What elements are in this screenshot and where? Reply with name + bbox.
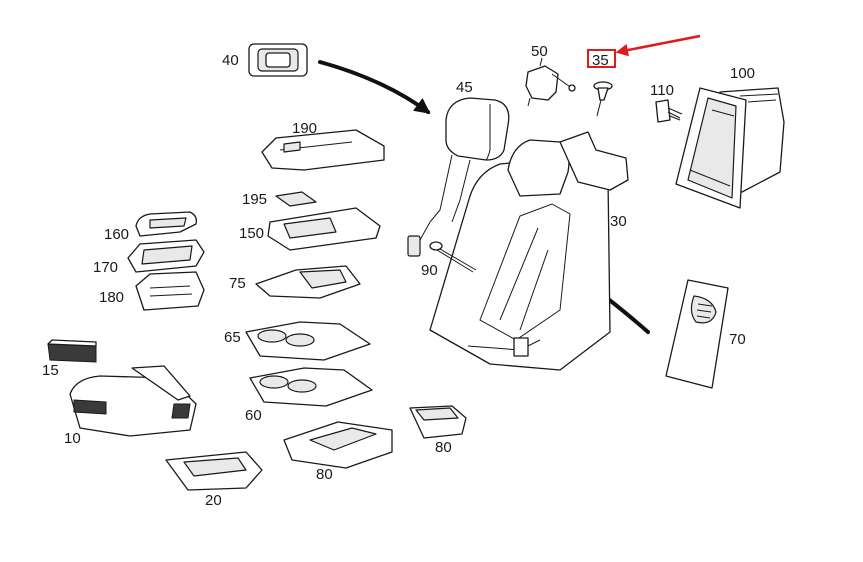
callout-65: 65 (224, 329, 241, 346)
callout-90: 90 (421, 262, 438, 279)
part-110-screw[interactable] (655, 99, 683, 123)
callout-30: 30 (610, 213, 627, 230)
part-80-small-bin[interactable] (409, 405, 467, 439)
part-75-tray-mat[interactable] (255, 265, 361, 299)
highlight-arrow (615, 34, 701, 57)
callout-40: 40 (222, 52, 239, 69)
callout-190: 190 (292, 120, 317, 137)
callout-195: 195 (242, 191, 267, 208)
part-20-lower-tray[interactable] (165, 451, 263, 491)
callout-180: 180 (99, 289, 124, 306)
direction-arrow-40 (318, 60, 431, 114)
part-170-switch-panel[interactable] (127, 239, 205, 273)
callout-45: 45 (456, 79, 473, 96)
part-100-rear-panel[interactable] (675, 87, 785, 209)
part-65-cup-holder[interactable] (245, 321, 371, 361)
callout-50: 50 (531, 43, 548, 60)
part-90-bolt[interactable] (429, 241, 477, 273)
callout-110: 110 (650, 82, 674, 99)
part-30-seat-back[interactable] (429, 131, 629, 371)
callout-15: 15 (42, 362, 59, 379)
part-60-cup-holder-lower[interactable] (249, 367, 373, 407)
callout-80a: 80 (316, 466, 333, 483)
part-190-trim-strip[interactable] (261, 129, 385, 171)
part-50-bracket[interactable] (525, 57, 576, 107)
callout-10: 10 (64, 430, 81, 447)
callout-35-highlight-box (587, 49, 616, 68)
part-15-switch-block[interactable] (47, 339, 97, 363)
callout-170: 170 (93, 259, 118, 276)
part-70-rear-cover[interactable] (665, 279, 729, 389)
part-35-latch-pin[interactable] (593, 81, 613, 117)
callout-150: 150 (239, 225, 264, 242)
part-45-headrest[interactable] (407, 97, 510, 257)
part-160-button-strip[interactable] (135, 211, 198, 237)
part-195-pad[interactable] (275, 191, 317, 207)
callout-35: 35 (592, 52, 609, 69)
part-10-armrest[interactable] (69, 365, 197, 437)
callout-100: 100 (730, 65, 755, 82)
callout-80b: 80 (435, 439, 452, 456)
part-150-lid[interactable] (267, 207, 381, 251)
part-180-module[interactable] (135, 271, 205, 311)
callout-60: 60 (245, 407, 262, 424)
callout-70: 70 (729, 331, 746, 348)
callout-160: 160 (104, 226, 129, 243)
callout-20: 20 (205, 492, 222, 509)
part-40-bezel[interactable] (248, 43, 308, 77)
part-80-storage-tray-a[interactable] (283, 421, 393, 469)
callout-75: 75 (229, 275, 246, 292)
